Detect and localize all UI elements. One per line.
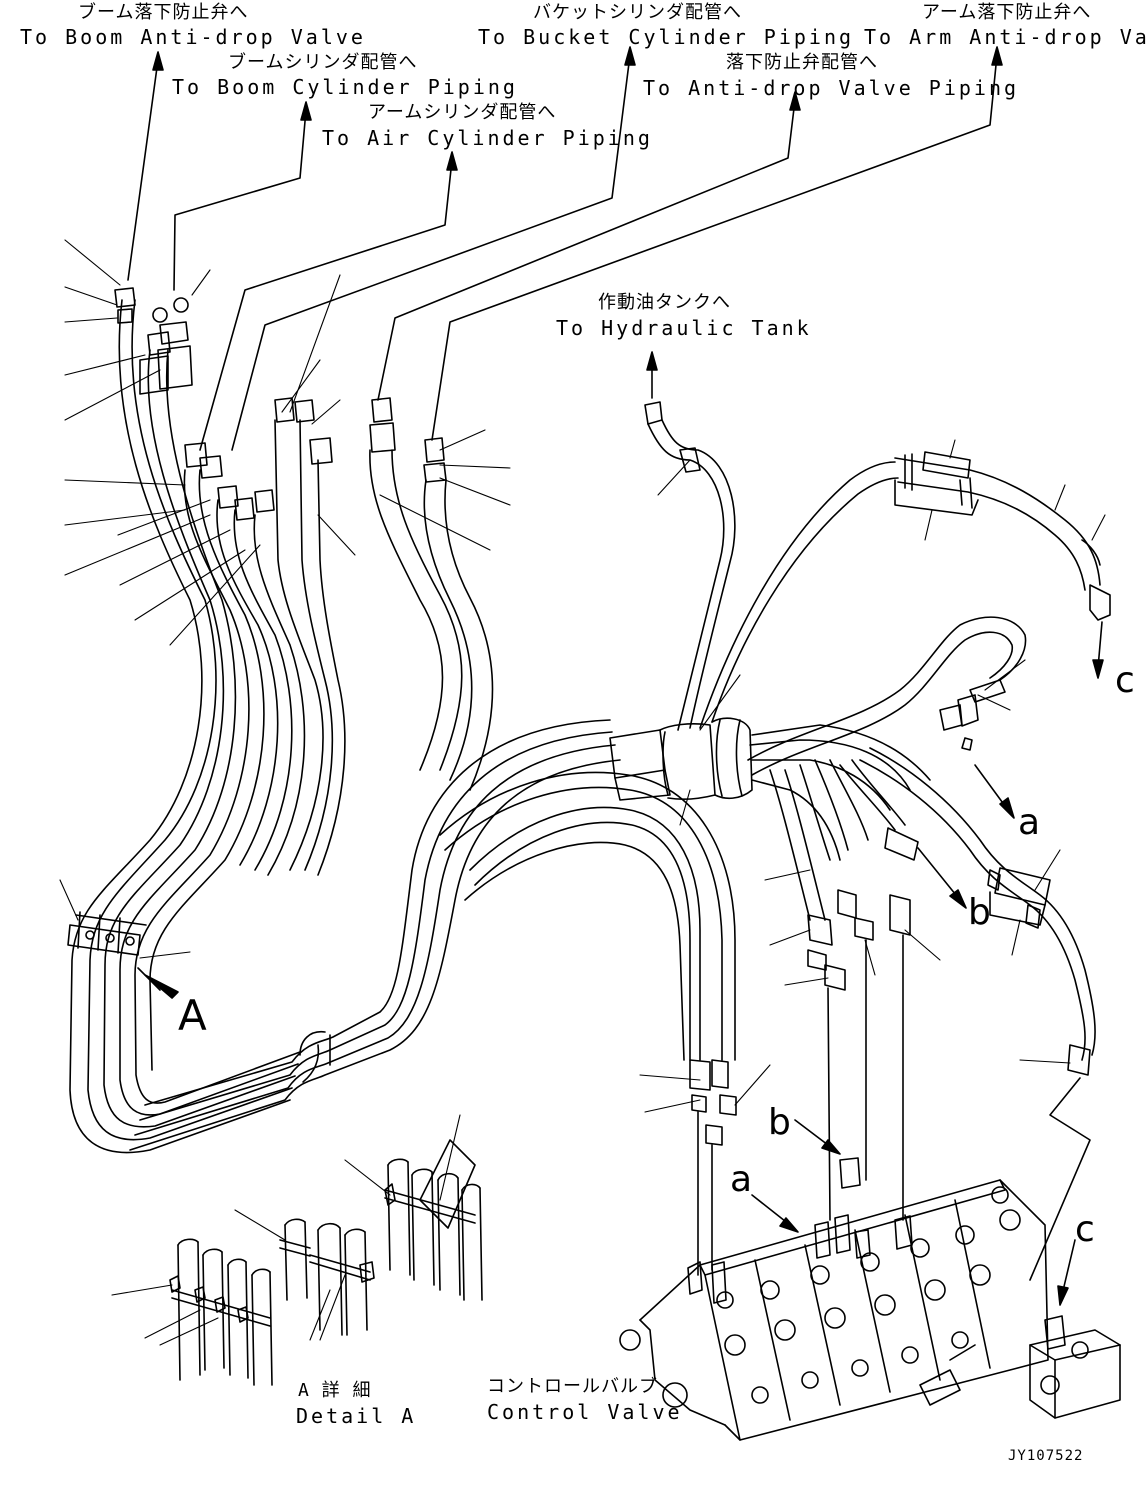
loop-hose-a <box>747 616 1027 819</box>
boom-antidrop-label-en: To Boom Anti-drop Valve <box>20 25 366 49</box>
hydraulic-tank-label-jp: 作動油タンクへ <box>598 292 731 313</box>
marker-arrows <box>137 967 841 1233</box>
air-cylinder-label-jp: アームシリンダ配管へ <box>368 102 557 123</box>
bucket-cylinder-label-jp: バケットシリンダ配管へ <box>533 2 742 23</box>
arm-antidrop-label-en: To Arm Anti-drop Valve <box>864 25 1147 49</box>
boom-antidrop-label-jp: ブーム落下防止弁へ <box>78 2 249 23</box>
drawing-code: JY107522 <box>1008 1448 1084 1464</box>
boom-cylinder-label-jp: ブームシリンダ配管へ <box>228 52 418 73</box>
marker-A: A <box>178 991 207 1040</box>
bundle-clamp <box>67 911 147 956</box>
detail-a-label-en: Detail A <box>296 1404 417 1428</box>
marker-c-upper: c <box>1115 660 1135 701</box>
tank-hose <box>644 401 736 731</box>
detail-a-drawing <box>169 1139 483 1386</box>
arm-antidrop-hose <box>699 451 1111 729</box>
valve-drop-hoses <box>439 771 737 1276</box>
boom-cylinder-label-en: To Boom Cylinder Piping <box>172 75 518 99</box>
marker-c-lower: c <box>1075 1209 1095 1250</box>
bucket-cylinder-label-en: To Bucket Cylinder Piping <box>478 25 855 49</box>
antidrop-piping-label-jp: 落下防止弁配管へ <box>726 52 878 73</box>
control-valve-label-jp: コントロールバルブ <box>487 1376 658 1397</box>
right-clamp-hose <box>859 747 1096 1306</box>
control-valve-block <box>619 1157 1049 1441</box>
antidrop-piping-label-en: To Anti-drop Valve Piping <box>643 76 1020 100</box>
detail-a-label-jp: A 詳 細 <box>298 1380 372 1401</box>
marker-a-upper: a <box>1018 802 1041 843</box>
leader-arrows <box>127 46 1003 451</box>
arm-antidrop-label-jp: アーム落下防止弁へ <box>922 2 1092 23</box>
callout-lines <box>59 239 1106 1113</box>
marker-b-upper: b <box>968 892 991 933</box>
cross-hose-bundle <box>129 719 621 1151</box>
detail-a-callouts <box>111 1114 461 1346</box>
air-cylinder-label-en: To Air Cylinder Piping <box>322 126 653 150</box>
c-port-block <box>1029 1315 1121 1419</box>
marker-b-lower: b <box>768 1102 791 1143</box>
control-valve-label-en: Control Valve <box>487 1400 683 1424</box>
top-fittings <box>114 287 494 791</box>
elbow-fittings <box>769 759 911 1221</box>
marker-a-lower: a <box>730 1159 753 1200</box>
hydraulic-tank-label-en: To Hydraulic Tank <box>556 316 812 340</box>
left-hose-bundle <box>69 299 346 1154</box>
hose-b <box>839 759 967 909</box>
